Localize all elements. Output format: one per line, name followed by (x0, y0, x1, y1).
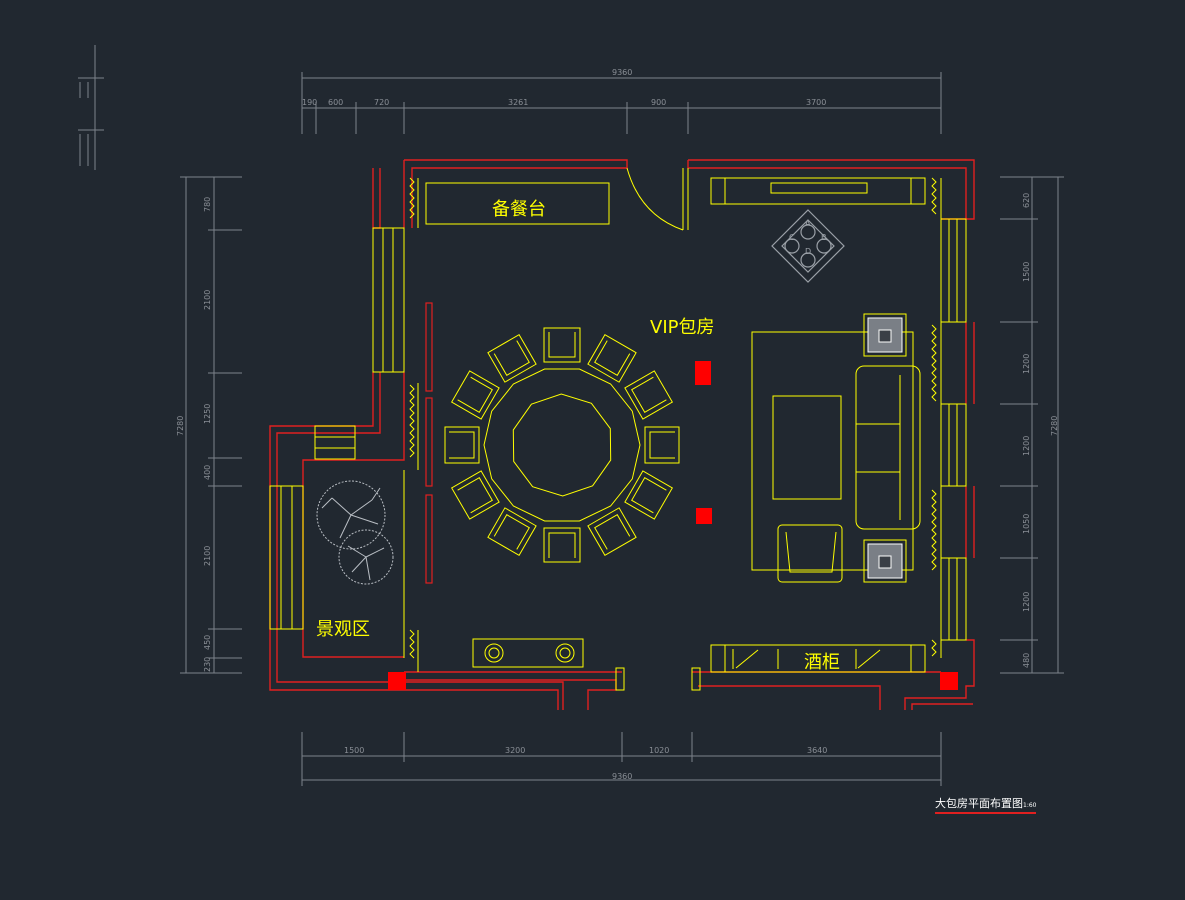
dim-bottom-seg: 3200 (505, 746, 526, 755)
dim-top-seg: 3261 (508, 98, 529, 107)
dim-right-seg: 1500 (1022, 261, 1031, 282)
dim-left-seg: 400 (203, 464, 212, 480)
walls (269, 159, 975, 710)
dim-top-total: 9360 (612, 68, 633, 77)
columns (388, 361, 958, 690)
tv-cabinet (710, 177, 926, 205)
landscape-area-label: 景观区 (316, 619, 370, 640)
buffet-station (425, 182, 610, 225)
dim-right-seg: 620 (1022, 192, 1031, 208)
compass-letter-c: C (789, 233, 795, 242)
compass-letter-d: D (805, 247, 812, 256)
dim-top-seg: 720 (374, 98, 390, 107)
dim-left-seg: 1250 (203, 403, 212, 424)
dining-chair (487, 507, 537, 557)
caption-title: 大包房平面布置图 (935, 797, 1023, 810)
windows (269, 218, 967, 641)
dim-right-total: 7280 (1050, 415, 1059, 436)
dining-chair (543, 327, 581, 363)
partition-panels (425, 302, 433, 584)
dining-chair (644, 426, 680, 464)
curtains (409, 177, 937, 659)
dim-right-seg: 1200 (1022, 353, 1031, 374)
dim-right-seg: 480 (1022, 652, 1031, 668)
dim-left-seg: 2100 (203, 289, 212, 310)
buffet-station-label: 备餐台 (492, 199, 546, 220)
dining-chair (450, 370, 500, 420)
dining-chair (444, 426, 480, 464)
dim-top-seg: 600 (328, 98, 344, 107)
wine-cabinet-label: 酒柜 (804, 652, 840, 673)
landscape-trees (316, 480, 394, 585)
side-table-lamps (867, 317, 903, 579)
dining-chair (587, 333, 637, 383)
compass-letter-a: A (805, 219, 811, 228)
dining-chair (587, 507, 637, 557)
wine-cabinet (710, 644, 926, 673)
drawing-caption: 大包房平面布置图1:60 (935, 795, 1037, 814)
dim-right-seg: 1200 (1022, 591, 1031, 612)
room-outline (403, 167, 942, 691)
compass-rose (771, 209, 845, 283)
dim-right-seg: 1200 (1022, 435, 1031, 456)
dining-chair (624, 370, 674, 420)
dim-right-seg: 1050 (1022, 513, 1031, 534)
dining-chair (543, 527, 581, 563)
dim-left-seg: 780 (203, 196, 212, 212)
dim-bottom-seg: 3640 (807, 746, 828, 755)
dim-top-seg: 190 (302, 98, 318, 107)
dim-top-seg: 900 (651, 98, 667, 107)
dining-table-set (444, 327, 680, 563)
dim-top-seg: 3700 (806, 98, 827, 107)
caption-scale: 1:60 (1023, 802, 1037, 809)
dimension-lines (180, 72, 1064, 786)
dining-chair (624, 470, 674, 520)
dim-left-seg: 450 (203, 634, 212, 650)
annotation-stamp (78, 45, 104, 170)
dining-chair (450, 470, 500, 520)
compass-letter-b: B (821, 233, 827, 242)
vip-room-label: VIP包房 (650, 317, 715, 338)
dim-bottom-seg: 1500 (344, 746, 365, 755)
lounge-area (751, 313, 921, 583)
dim-left-seg: 230 (203, 656, 212, 672)
dining-chair (487, 333, 537, 383)
dim-left-seg: 2100 (203, 545, 212, 566)
dim-bottom-seg: 1020 (649, 746, 670, 755)
dim-bottom-total: 9360 (612, 772, 633, 781)
dim-left-total: 7280 (176, 415, 185, 436)
sideboard (472, 638, 584, 668)
